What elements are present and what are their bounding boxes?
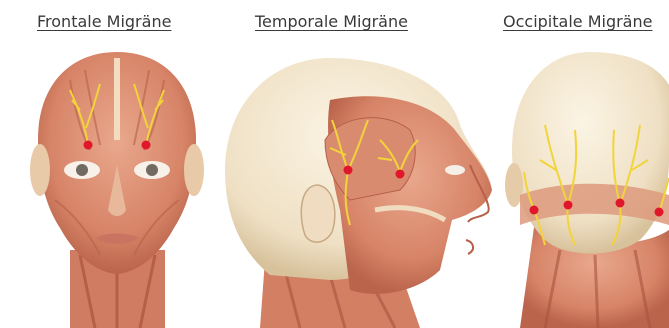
frontal-trigger-point-left (84, 141, 93, 150)
occipital-head (505, 52, 669, 328)
frontal-right-ear (184, 144, 204, 196)
temporal-ear (301, 185, 335, 242)
occipital-skull (512, 52, 669, 254)
occipital-trigger-point-4 (655, 208, 664, 217)
temporal-eye (445, 165, 465, 175)
frontal-left-ear (30, 144, 50, 196)
frontal-trigger-point-right (142, 141, 151, 150)
frontal-right-iris (146, 164, 158, 176)
frontal-left-iris (76, 164, 88, 176)
frontal-head (30, 52, 204, 328)
occipital-trigger-point-1 (530, 206, 539, 215)
temporal-trigger-point-2 (396, 170, 405, 179)
occipital-trigger-point-3 (616, 199, 625, 208)
occipital-trigger-point-2 (564, 201, 573, 210)
temporal-head (225, 58, 492, 328)
temporal-trigger-point-1 (344, 166, 353, 175)
